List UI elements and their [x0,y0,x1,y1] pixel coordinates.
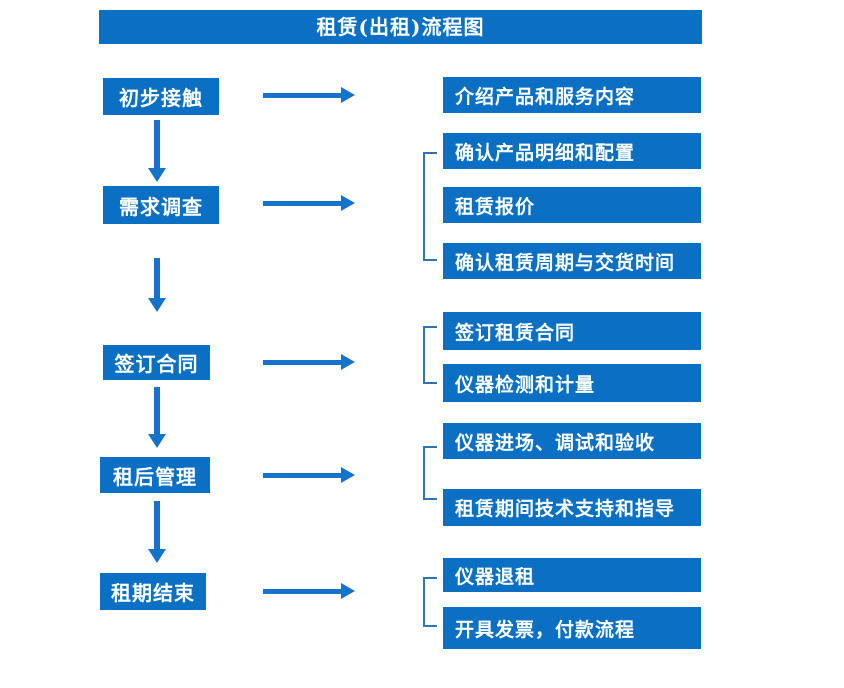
arrow-shaft [154,120,160,168]
arrow-right-head [341,583,355,599]
detail-rental-quote: 租赁报价 [443,187,701,223]
bracket-group-demand-survey [423,152,437,261]
detail-invoice-payment: 开具发票，付款流程 [443,607,701,649]
arrow-down-step2-step3 [148,258,166,312]
step-initial-contact: 初步接触 [103,78,219,115]
arrow-right-head [341,87,355,103]
arrow-down-head [148,549,166,563]
detail-sign-rental-contract: 签订租赁合同 [443,312,701,350]
step-sign-contract: 签订合同 [103,345,210,380]
detail-introduce-products-services: 介绍产品和服务内容 [443,77,701,113]
detail-instrument-return: 仪器退租 [443,558,701,592]
arrow-shaft [263,473,342,478]
arrow-right-head [341,467,355,483]
arrow-shaft [154,387,160,434]
arrow-right-step1 [263,87,355,103]
bracket-group-rental-end [423,577,437,627]
step-demand-survey: 需求调查 [103,186,219,224]
detail-confirm-product-config: 确认产品明细和配置 [443,133,701,169]
bracket-group-sign-contract [423,326,437,384]
arrow-right-step2 [263,195,355,211]
arrow-down-step1-step2 [148,120,166,182]
detail-instrument-setup-acceptance: 仪器进场、调试和验收 [443,423,701,459]
step-post-rental-management: 租后管理 [100,457,210,493]
step-rental-end: 租期结束 [100,573,206,610]
detail-instrument-testing: 仪器检测和计量 [443,364,701,402]
arrow-right-step3 [263,354,355,370]
arrow-down-head [148,168,166,182]
arrow-shaft [263,360,342,365]
arrow-right-head [341,354,355,370]
detail-confirm-period-delivery: 确认租赁周期与交货时间 [443,243,701,279]
arrow-shaft [154,501,160,549]
bracket-group-post-rental [423,446,437,500]
arrow-down-step3-step4 [148,387,166,448]
page-title: 租赁(出租)流程图 [99,10,702,44]
arrow-shaft [263,201,342,206]
arrow-right-head [341,195,355,211]
arrow-shaft [154,258,160,298]
arrow-down-head [148,298,166,312]
arrow-down-head [148,434,166,448]
arrow-down-step4-step5 [148,501,166,563]
arrow-right-step5 [263,583,355,599]
detail-tech-support: 租赁期间技术支持和指导 [443,489,701,526]
arrow-shaft [263,93,342,98]
arrow-right-step4 [263,467,355,483]
arrow-shaft [263,589,342,594]
